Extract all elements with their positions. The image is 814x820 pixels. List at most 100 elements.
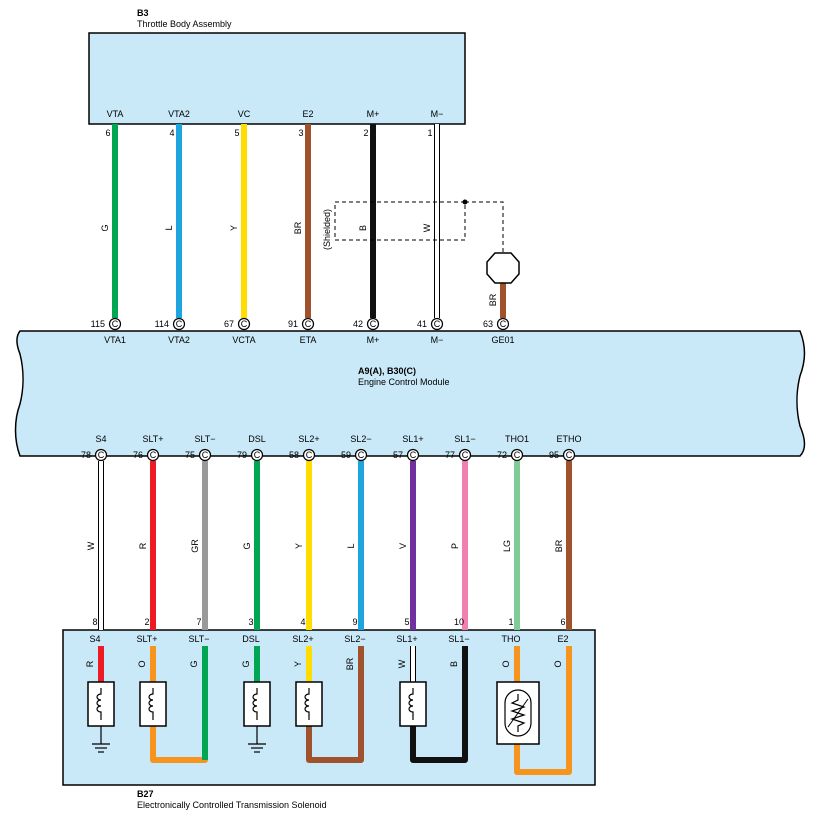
ecm-top-pin-1: 115 [91, 319, 105, 329]
internal-code-sl1-neg: B [449, 661, 459, 667]
throttle-terminal-pin-4: 3 [298, 128, 303, 138]
throttle-terminal-label-6: M− [431, 109, 444, 119]
lower-wire-code-3: GR [190, 539, 200, 553]
upper-wire-code-3: Y [229, 225, 239, 231]
throttle-terminal-label-3: VC [238, 109, 251, 119]
throttle-terminal-pin-6: 1 [427, 128, 432, 138]
internal-code-sl2-pos: Y [293, 661, 303, 667]
ecm-top-label-4: ETA [300, 335, 317, 345]
solenoid-pin-4: 3 [248, 617, 253, 627]
ecm-bottom-connector-2 [146, 448, 160, 462]
solenoid-label-7: SL1+ [396, 634, 417, 644]
ecm-top-connector-7 [496, 317, 510, 331]
ecm-top-connector-3-letter: C [241, 319, 248, 329]
ecm-bottom-connector-1-letter: C [98, 450, 105, 460]
internal-code-sl2-neg: BR [345, 657, 355, 670]
lower-wire-code-1: W [86, 541, 96, 550]
ecm-bottom-connector-8 [458, 448, 472, 462]
shield-ground-icon [486, 252, 520, 284]
thermistor-arrow [507, 698, 529, 728]
coil-dsl-icon-winding [252, 688, 258, 720]
ecm-top-label-5: M+ [367, 335, 380, 345]
ecm-bottom-connector-6-letter: C [358, 450, 365, 460]
throttle-terminal-label-5: M+ [367, 109, 380, 119]
ecm-top-label-6: M− [431, 335, 444, 345]
solenoid-label-10: E2 [557, 634, 568, 644]
ecm-bottom-pin-5: 58 [289, 450, 299, 460]
solenoid-label-1: S4 [89, 634, 100, 644]
throttle-terminal-pin-3: 5 [234, 128, 239, 138]
ecm-name: Engine Control Module [358, 377, 450, 387]
upper-wire-code-4: BR [293, 221, 303, 234]
solenoid-pin-1: 8 [92, 617, 97, 627]
ecm-top-connector-1-letter: C [112, 319, 119, 329]
ecm-top-connector-7-letter: C [500, 319, 507, 329]
throttle-terminal-label-2: VTA2 [168, 109, 190, 119]
internal-code-dsl: G [241, 660, 251, 667]
ecm-top-pin-3: 67 [224, 319, 234, 329]
ecm-bottom-connector-7 [406, 448, 420, 462]
solenoid-label-4: DSL [242, 634, 260, 644]
internal-code-sl1-pos: W [397, 659, 407, 668]
ecm-top-label-1: VTA1 [104, 335, 126, 345]
ecm-code: A9(A), B30(C) [358, 366, 416, 376]
throttle-terminal-pin-5: 2 [363, 128, 368, 138]
throttle-terminal-pin-2: 4 [169, 128, 174, 138]
ecm-top-pin-4: 91 [288, 319, 298, 329]
ecm-top-connector-5-letter: C [370, 319, 377, 329]
throttle-body-name: Throttle Body Assembly [137, 19, 232, 29]
ecm-bottom-connector-2-letter: C [150, 450, 157, 460]
ecm-top-connector-6-letter: C [434, 319, 441, 329]
solenoid-pin-7: 5 [404, 617, 409, 627]
ecm-bottom-connector-3-letter: C [202, 450, 209, 460]
solenoid-pin-2: 2 [144, 617, 149, 627]
lower-wire-code-6: L [346, 543, 356, 548]
throttle-terminal-pin-1: 6 [105, 128, 110, 138]
ecm-bottom-label-7: SL1+ [402, 434, 423, 444]
upper-wire-code-1: G [100, 224, 110, 231]
solenoid-label-8: SL1− [448, 634, 469, 644]
ecm-bottom-connector-9 [510, 448, 524, 462]
ecm-top-connector-5 [366, 317, 380, 331]
ecm-bottom-label-4: DSL [248, 434, 266, 444]
ecm-bottom-pin-8: 77 [445, 450, 455, 460]
lower-wire-code-10: BR [554, 539, 564, 552]
solenoid-label-6: SL2− [344, 634, 365, 644]
ecm-bottom-label-5: SL2+ [298, 434, 319, 444]
internal-code-slt-neg: G [189, 660, 199, 667]
ecm-bottom-connector-10 [562, 448, 576, 462]
ecm-top-connector-6 [430, 317, 444, 331]
ecm-bottom-label-9: THO1 [505, 434, 529, 444]
internal-code-s4: R [85, 660, 95, 667]
upper-wire-code-5: B [358, 225, 368, 231]
ecm-bottom-connector-3 [198, 448, 212, 462]
ecm-bottom-connector-5-letter: C [306, 450, 313, 460]
ecm-bottom-label-8: SL1− [454, 434, 475, 444]
ecm-box [14, 330, 806, 457]
ecm-bottom-connector-8-letter: C [462, 450, 469, 460]
ecm-top-connector-2 [172, 317, 186, 331]
shield-label: (Shielded) [322, 209, 332, 250]
ecm-top-label-2: VTA2 [168, 335, 190, 345]
upper-wire-code-6: W [422, 223, 432, 232]
throttle-body-box [88, 32, 466, 125]
ecm-top-connector-4-letter: C [305, 319, 312, 329]
shield-box [334, 201, 466, 241]
solenoid-label-9: THO [502, 634, 521, 644]
ecm-bottom-connector-1 [94, 448, 108, 462]
ecm-bottom-connector-7-letter: C [410, 450, 417, 460]
ecm-top-connector-4 [301, 317, 315, 331]
internal-code-e2: O [553, 660, 563, 667]
ecm-bottom-label-2: SLT+ [142, 434, 163, 444]
ecm-bottom-connector-10-letter: C [566, 450, 573, 460]
solenoid-pin-9: 1 [508, 617, 513, 627]
throttle-body-code: B3 [137, 8, 149, 18]
ecm-bottom-connector-9-letter: C [514, 450, 521, 460]
coil-slt-icon-winding [148, 688, 154, 720]
ecm-bottom-connector-6 [354, 448, 368, 462]
ecm-top-connector-1 [108, 317, 122, 331]
ecm-top-pin-5: 42 [353, 319, 363, 329]
solenoid-name: Electronically Controlled Transmission S… [137, 800, 327, 810]
solenoid-pin-3: 7 [196, 617, 201, 627]
